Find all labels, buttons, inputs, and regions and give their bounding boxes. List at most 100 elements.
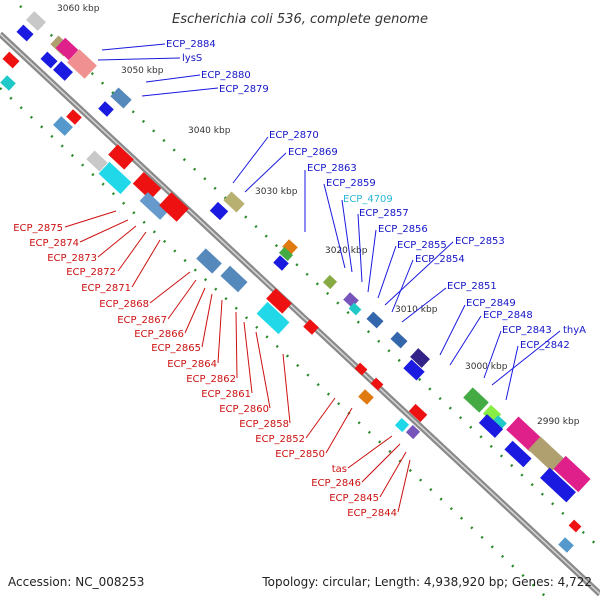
gene-block [540,467,576,503]
gene-block [0,75,16,91]
gene-block [110,87,132,109]
gene-block [132,171,162,201]
gene-block [394,417,410,433]
gene-label[interactable]: ECP_2854 [415,254,465,265]
kbp-ticks: 3060 kbp 3050 kbp 3040 kbp 3030 kbp 3020… [57,4,580,427]
gene-block [16,24,34,42]
gene-label[interactable]: thyA [563,325,586,336]
tick-label: 3010 kbp [395,305,438,315]
gene-label[interactable]: ECP_2872 [66,267,116,278]
gene-block [256,301,290,335]
accession-text: Accession: NC_008253 [8,575,144,589]
gene-block [478,414,504,438]
gene-block [322,274,338,290]
gene-label[interactable]: lysS [182,53,202,64]
gene-label[interactable]: ECP_2856 [378,224,428,235]
gene-label[interactable]: ECP_2852 [255,434,305,445]
gene-block [506,416,542,452]
gene-block [66,109,82,125]
gene-block [40,51,58,69]
gene-block [55,37,79,61]
lower-tick-track [0,87,552,600]
gene-label[interactable]: ECP_4709 [343,194,393,205]
gene-block [370,377,384,391]
gene-label[interactable]: ECP_2860 [219,404,269,415]
gene-label[interactable]: ECP_2884 [166,39,216,50]
gene-block [220,265,248,293]
gene-block [98,161,132,195]
gene-label[interactable]: ECP_2858 [239,419,289,430]
gene-label[interactable]: ECP_2846 [311,478,361,489]
gene-block [223,191,245,213]
gene-block [273,255,289,271]
gene-label[interactable]: ECP_2848 [483,310,533,321]
gene-block [504,440,532,468]
gene-label[interactable]: ECP_2864 [167,359,217,370]
tick-label: 3050 kbp [121,66,164,76]
gene-block [390,331,408,349]
gene-label[interactable]: ECP_2879 [219,84,269,95]
gene-block [348,302,362,316]
gene-label[interactable]: ECP_2871 [81,283,131,294]
gene-block [53,116,73,136]
gene-block [568,519,582,533]
gene-label[interactable]: ECP_2855 [397,240,447,251]
genome-backbone-highlight [0,33,600,595]
gene-block [266,288,292,314]
tick-label: 3000 kbp [465,362,508,372]
genome-summary-text: Topology: circular; Length: 4,938,920 bp… [261,575,592,589]
lower-labels: ECP_2875 ECP_2874 ECP_2873 ECP_2872 ECP_… [13,223,397,519]
gene-block [463,387,489,413]
gene-label[interactable]: ECP_2875 [13,223,63,234]
gene-label[interactable]: ECP_2863 [307,163,357,174]
gene-label[interactable]: ECP_2873 [47,253,97,264]
gene-block [528,436,564,472]
gene-block [67,49,97,79]
gene-block [53,61,73,81]
gene-label[interactable]: ECP_2867 [117,315,167,326]
gene-block [558,537,574,553]
gene-label[interactable]: ECP_2870 [269,130,319,141]
gene-block [2,51,20,69]
gene-label[interactable]: ECP_2853 [455,236,505,247]
gene-label[interactable]: ECP_2880 [201,70,251,81]
gene-block [403,359,425,381]
gene-label[interactable]: ECP_2859 [326,178,376,189]
gene-label[interactable]: ECP_2844 [347,508,397,519]
gene-label[interactable]: ECP_2868 [99,299,149,310]
gene-label[interactable]: ECP_2857 [359,208,409,219]
upper-labels: ECP_2884 lysS ECP_2880 ECP_2879 ECP_2870… [166,39,586,351]
gene-label[interactable]: ECP_2850 [275,449,325,460]
gene-block [358,389,374,405]
gene-label[interactable]: ECP_2861 [201,389,251,400]
gene-label[interactable]: tas [332,464,347,475]
map-title: Escherichia coli 536, complete genome [172,12,428,27]
gene-label[interactable]: ECP_2851 [447,281,497,292]
gene-label[interactable]: ECP_2849 [466,298,516,309]
gene-block [159,192,189,222]
gene-label[interactable]: ECP_2866 [134,329,184,340]
gene-block [491,415,507,431]
gene-label[interactable]: ECP_2869 [288,147,338,158]
gene-label[interactable]: ECP_2842 [520,340,570,351]
upper-features [16,11,591,503]
gene-label[interactable]: ECP_2845 [329,493,379,504]
gene-label[interactable]: ECP_2862 [186,374,236,385]
gene-block [278,246,294,262]
gene-label[interactable]: ECP_2874 [29,238,79,249]
gene-label[interactable]: ECP_2865 [151,343,201,354]
lower-leader-lines [64,210,411,513]
gene-block [139,192,169,220]
gene-block [410,348,430,368]
gene-label[interactable]: ECP_2843 [502,325,552,336]
gene-block [553,455,591,493]
tick-label: 3020 kbp [325,246,368,256]
gene-block [366,311,384,329]
gene-block [86,150,108,172]
lower-features [0,51,582,553]
gene-block [405,424,421,440]
gene-block [209,201,229,221]
upper-leader-lines [97,43,561,401]
gene-block [26,11,46,31]
